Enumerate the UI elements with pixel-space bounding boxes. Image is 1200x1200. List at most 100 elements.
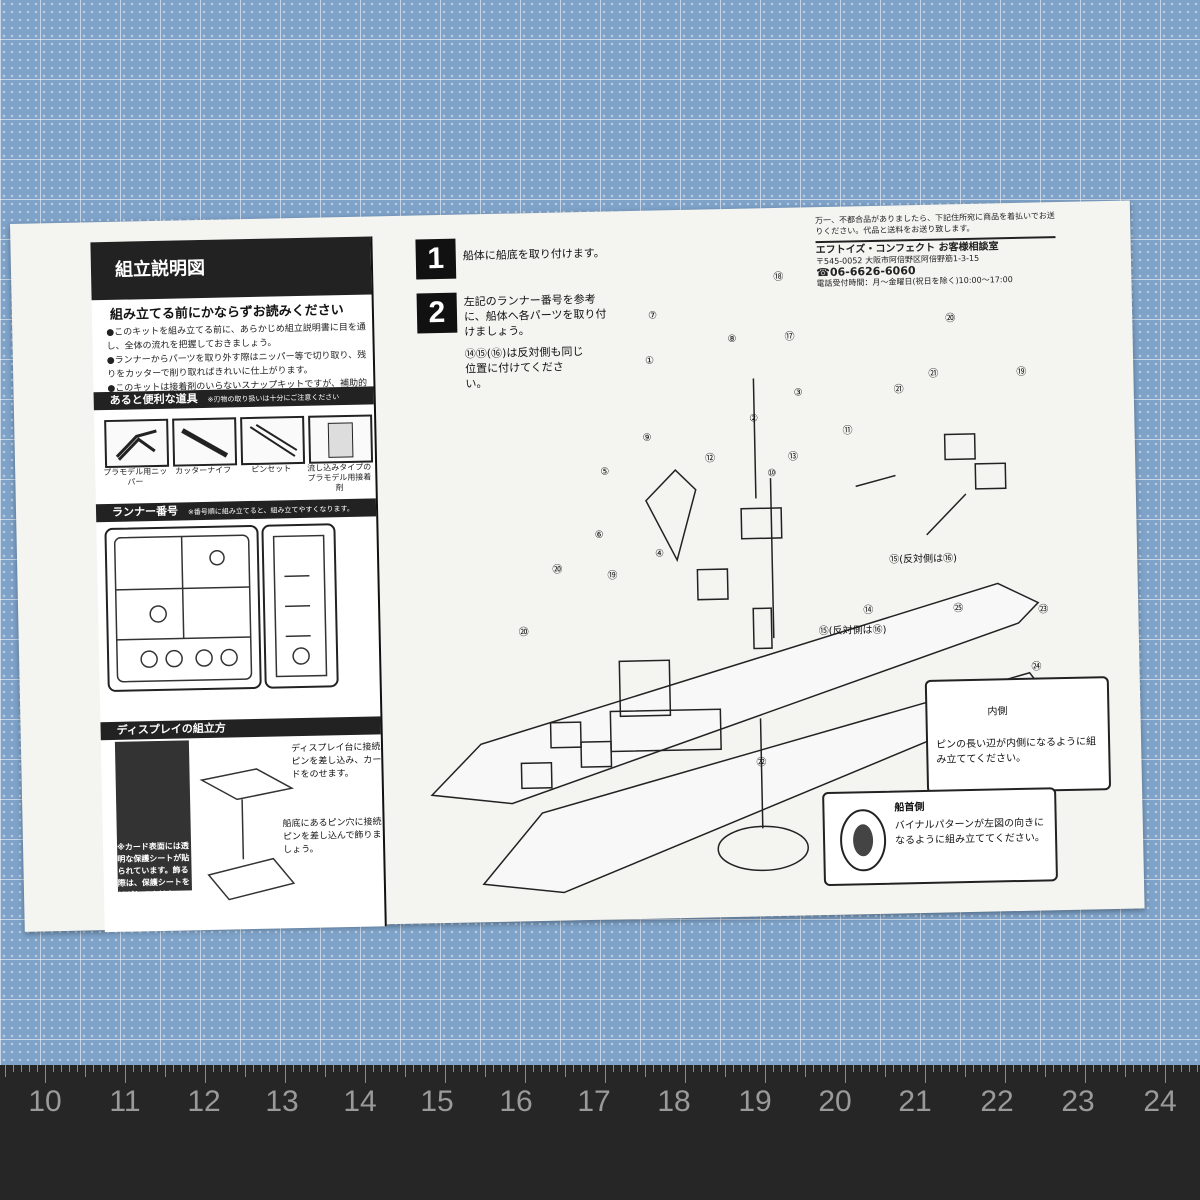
ruler-tick [1069, 1065, 1070, 1072]
ruler-tick [181, 1065, 182, 1072]
ruler-tick [701, 1065, 702, 1072]
ruler-tick [477, 1065, 478, 1072]
ruler-tick [493, 1065, 494, 1072]
ruler-tick [941, 1065, 942, 1072]
part-label-22: ㉒ [756, 757, 767, 769]
ruler-tick [1053, 1065, 1054, 1072]
cutter-knife-icon [172, 417, 238, 467]
ruler-tick [997, 1065, 998, 1072]
ruler-tick [597, 1065, 598, 1072]
ruler-tick [797, 1065, 798, 1072]
part-label-21b: ㉑ [928, 368, 939, 380]
contact-intro: 万一、不都合品がありましたら、下記住所宛に商品を着払いでお送りください。代品と送… [815, 211, 1055, 237]
ruler-tick [637, 1065, 638, 1072]
ruler-tick [1149, 1065, 1150, 1072]
ruler-tick [261, 1065, 262, 1072]
ruler-tick [1013, 1065, 1014, 1072]
ruler-label-13: 13 [265, 1085, 299, 1118]
ruler-tick [13, 1065, 14, 1072]
part-label-20: ⑳ [552, 564, 563, 576]
ruler-tick [133, 1065, 134, 1072]
ruler-tick [125, 1065, 126, 1083]
ruler-tick [93, 1065, 94, 1072]
ruler-tick [1045, 1065, 1046, 1077]
ruler-tick [1077, 1065, 1078, 1072]
ruler-tick [373, 1065, 374, 1072]
ruler-tick [981, 1065, 982, 1072]
ruler-tick [557, 1065, 558, 1072]
ruler-tick [149, 1065, 150, 1072]
part-label-18: ⑱ [773, 271, 784, 284]
ruler-label-21: 21 [898, 1085, 932, 1118]
ruler-tick [901, 1065, 902, 1072]
part-label-14: ⑭ [863, 605, 874, 617]
ruler-tick [293, 1065, 294, 1072]
ruler-tick [77, 1065, 78, 1072]
ruler-tick [37, 1065, 38, 1072]
part-label-13: ⑬ [787, 451, 799, 463]
tools-note: ※刃物の取り扱いは十分にご注意ください [207, 393, 340, 404]
ruler-tick [933, 1065, 934, 1072]
part-label-11: ⑪ [842, 425, 853, 437]
ruler-tick [645, 1065, 646, 1077]
ruler-tick [309, 1065, 310, 1072]
runner-frame-a [104, 524, 262, 693]
ruler-tick [405, 1065, 406, 1077]
ruler-tick [885, 1065, 886, 1077]
ruler-tick [805, 1065, 806, 1077]
ruler-tick [789, 1065, 790, 1072]
sheet-title: 組立説明図 [114, 257, 206, 280]
tools-header-label: あると便利な道具 [109, 392, 198, 407]
ruler-tick [733, 1065, 734, 1072]
display-header-label: ディスプレイの組立方 [116, 721, 226, 737]
ruler-tick [1037, 1065, 1038, 1072]
ruler-tick [1173, 1065, 1174, 1072]
ruler-tick [1061, 1065, 1062, 1072]
reverse-note-15b: ⑮(反対側は⑯) [818, 624, 887, 638]
ruler-tick [69, 1065, 70, 1072]
part-label-23: ㉓ [1038, 604, 1049, 616]
ruler-tick [349, 1065, 350, 1072]
ruler-tick [269, 1065, 270, 1072]
part-label-1: ① [644, 355, 655, 367]
ruler-tick [693, 1065, 694, 1072]
tool-label-tweezers: ピンセット [251, 464, 292, 475]
part-label-7: ⑦ [647, 310, 658, 322]
ruler-tick [5, 1065, 6, 1077]
runner-a-drawing [113, 534, 253, 683]
part-label-20b: ⑳ [518, 627, 529, 639]
ruler-tick [277, 1065, 278, 1072]
ruler-tick [757, 1065, 758, 1072]
part-label-4: ④ [654, 548, 665, 560]
ruler-tick [317, 1065, 318, 1072]
ship-exploded-drawing [430, 371, 1054, 894]
ruler-tick [189, 1065, 190, 1072]
ruler-tick [501, 1065, 502, 1072]
ruler-tick [109, 1065, 110, 1072]
ruler-tick [853, 1065, 854, 1072]
ruler-tick [845, 1065, 846, 1083]
bow-box-text: バイナルパターンが左図の向きになるように組み立ててください。 [894, 817, 1045, 847]
part-label-10: ⑩ [767, 468, 777, 480]
ruler-tick [589, 1065, 590, 1072]
ruler-label-11: 11 [109, 1085, 141, 1118]
ruler-tick [21, 1065, 22, 1072]
ruler-tick [1181, 1065, 1182, 1072]
ruler-tick [1197, 1065, 1198, 1072]
ruler-tick [325, 1065, 326, 1077]
ruler-tick [1157, 1065, 1158, 1072]
ruler-tick [613, 1065, 614, 1072]
ruler-tick [725, 1065, 726, 1077]
ruler-tick [565, 1065, 566, 1077]
ruler-tick [837, 1065, 838, 1072]
ruler-tick [245, 1065, 246, 1077]
ruler-tick [629, 1065, 630, 1072]
ruler-tick [917, 1065, 918, 1072]
ruler: 10 11 12 13 14 15 16 17 18 19 20 21 22 2… [0, 1065, 1200, 1200]
ruler-tick [925, 1065, 926, 1083]
step-2-number: 2 [416, 292, 458, 334]
runner-header: ランナー番号 ※番号順に組み立てると、組み立てやすくなります。 [95, 498, 377, 523]
ruler-tick [965, 1065, 966, 1077]
ruler-tick [749, 1065, 750, 1072]
part-label-20c: ⑳ [945, 313, 956, 325]
